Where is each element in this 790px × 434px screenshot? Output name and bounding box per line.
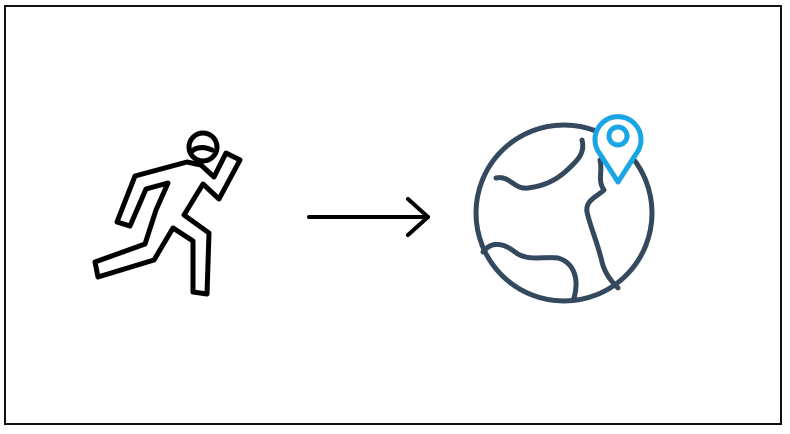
globe-icon bbox=[473, 122, 655, 304]
arrow-right-icon bbox=[307, 197, 430, 237]
running-person-icon bbox=[92, 130, 243, 297]
location-pin-icon bbox=[592, 114, 644, 185]
